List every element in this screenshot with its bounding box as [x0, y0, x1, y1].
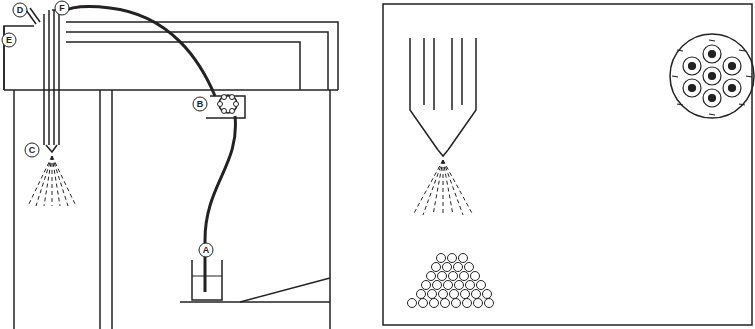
callout-ring — [55, 1, 69, 15]
callout-letter: D — [13, 3, 27, 17]
callout-letter: F — [55, 1, 69, 15]
callout-ring — [193, 97, 207, 111]
callout-letter: E — [2, 33, 16, 47]
callout-ring — [199, 243, 213, 257]
callout-ring — [25, 143, 39, 157]
callout-letter: C — [25, 143, 39, 157]
callout-letter: B — [193, 97, 207, 111]
callout-letter: A — [199, 243, 213, 257]
callout-ring — [13, 3, 27, 17]
callout-ring — [2, 33, 16, 47]
